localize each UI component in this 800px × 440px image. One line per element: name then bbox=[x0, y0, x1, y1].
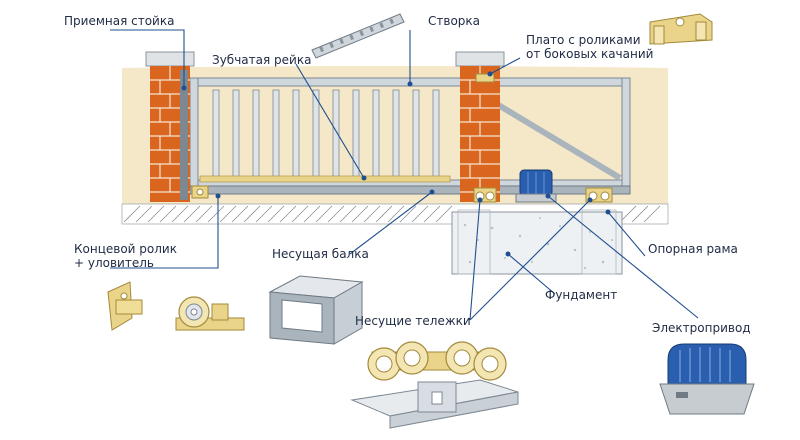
carriage-left-scene bbox=[473, 187, 497, 203]
label-support-frame: Опорная рама bbox=[648, 242, 738, 256]
drive-unit-scene bbox=[515, 169, 557, 203]
brick-post-left bbox=[145, 51, 195, 202]
end-roller-piece bbox=[175, 296, 245, 331]
label-gear-rack: Зубчатая рейка bbox=[212, 53, 311, 67]
label-electric-drive: Электропривод bbox=[652, 321, 751, 335]
label-support-beam: Несущая балка bbox=[272, 247, 369, 261]
roller-plate-piece bbox=[649, 13, 713, 45]
label-end-roller: Концевой ролик+ уловитель bbox=[74, 242, 177, 270]
brick-post-right bbox=[455, 51, 505, 202]
end-roller-scene bbox=[191, 185, 209, 199]
end-catcher-piece bbox=[107, 281, 143, 331]
label-gate-leaf: Створка bbox=[428, 14, 480, 28]
label-foundation: Фундамент bbox=[545, 288, 617, 302]
gear-rack-piece bbox=[311, 13, 405, 59]
leader-lines bbox=[110, 29, 699, 321]
support-beam-piece bbox=[268, 275, 364, 345]
label-receiving-post: Приемная стойка bbox=[64, 14, 174, 28]
label-carriages: Несущие тележки bbox=[355, 314, 471, 328]
electric-drive-piece bbox=[659, 343, 755, 415]
carriage-piece bbox=[350, 341, 519, 429]
foundation-block bbox=[451, 209, 623, 275]
